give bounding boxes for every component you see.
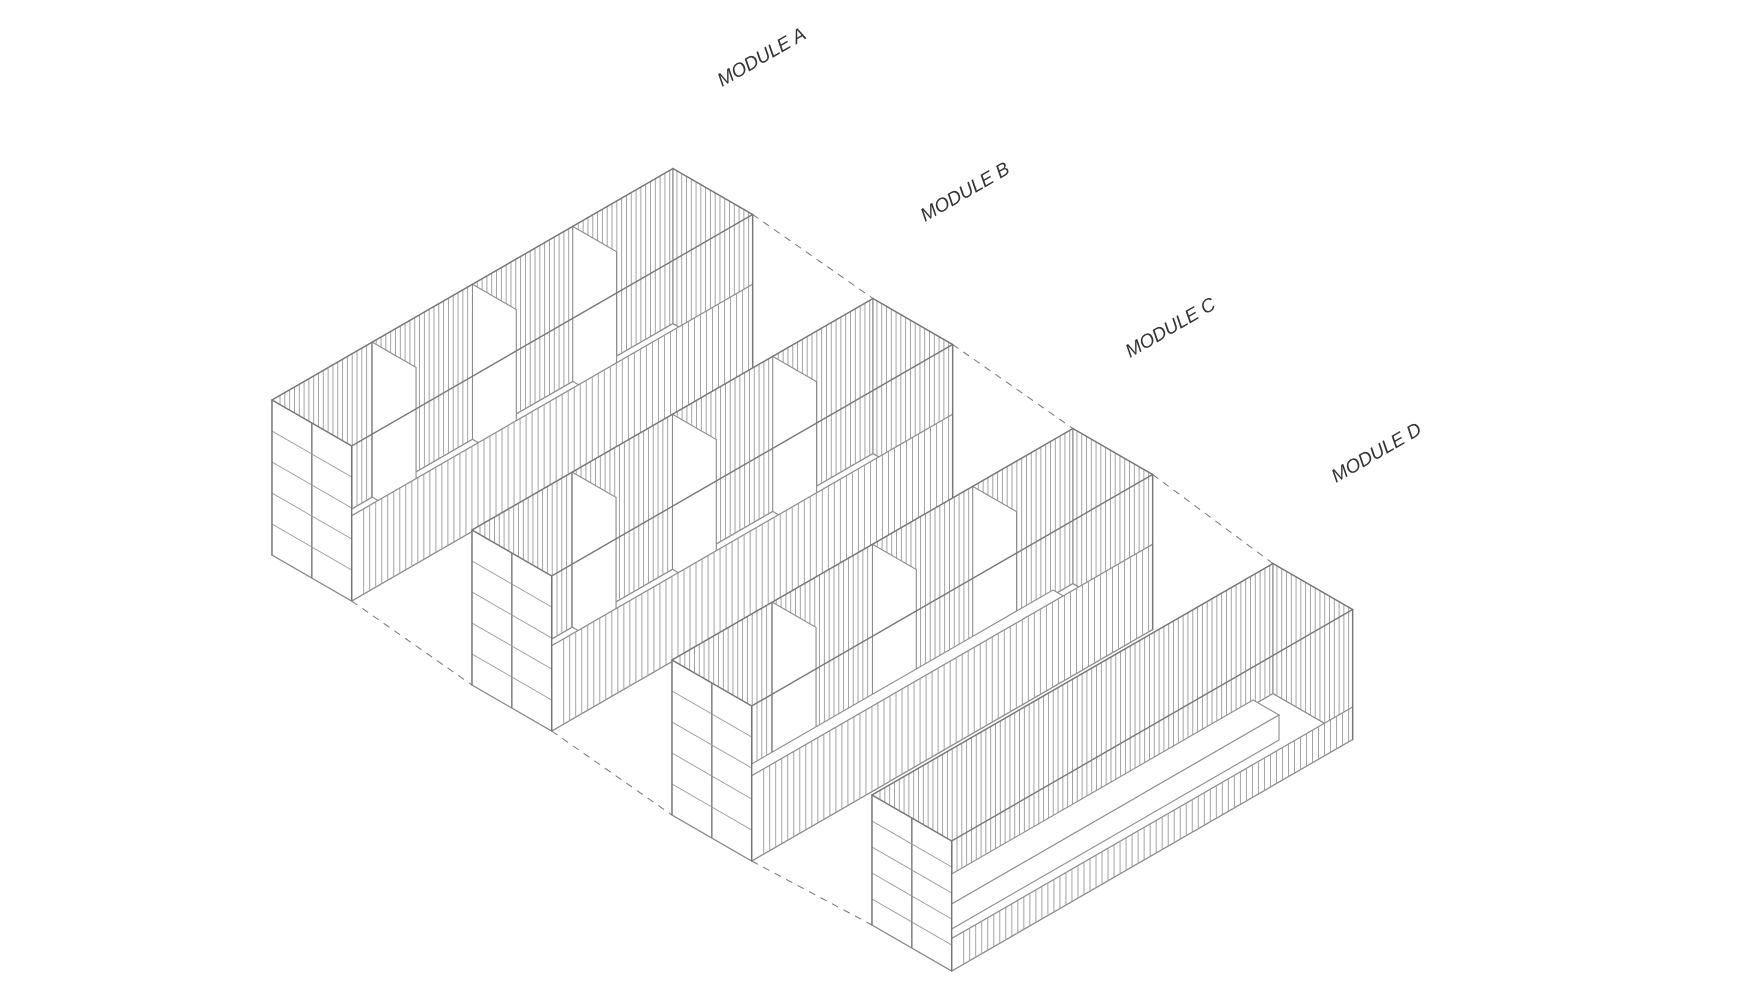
alignment-line: [551, 730, 673, 816]
alignment-line: [752, 214, 874, 299]
module-d-label: MODULE D: [1328, 419, 1426, 487]
alignment-line: [1152, 474, 1274, 564]
container-modules: [270, 167, 1355, 973]
module-d-container: [870, 562, 1355, 973]
module-b-label: MODULE B: [917, 158, 1014, 226]
alignment-line: [751, 860, 873, 926]
module-c-label: MODULE C: [1122, 294, 1220, 362]
alignment-dashed-lines: [351, 214, 1274, 926]
module-c-container: [670, 427, 1155, 863]
alignment-line: [351, 600, 473, 686]
module-b-container: [470, 297, 955, 733]
module-a-container: [270, 167, 755, 603]
alignment-line: [952, 344, 1074, 429]
module-a-label: MODULE A: [714, 24, 810, 91]
